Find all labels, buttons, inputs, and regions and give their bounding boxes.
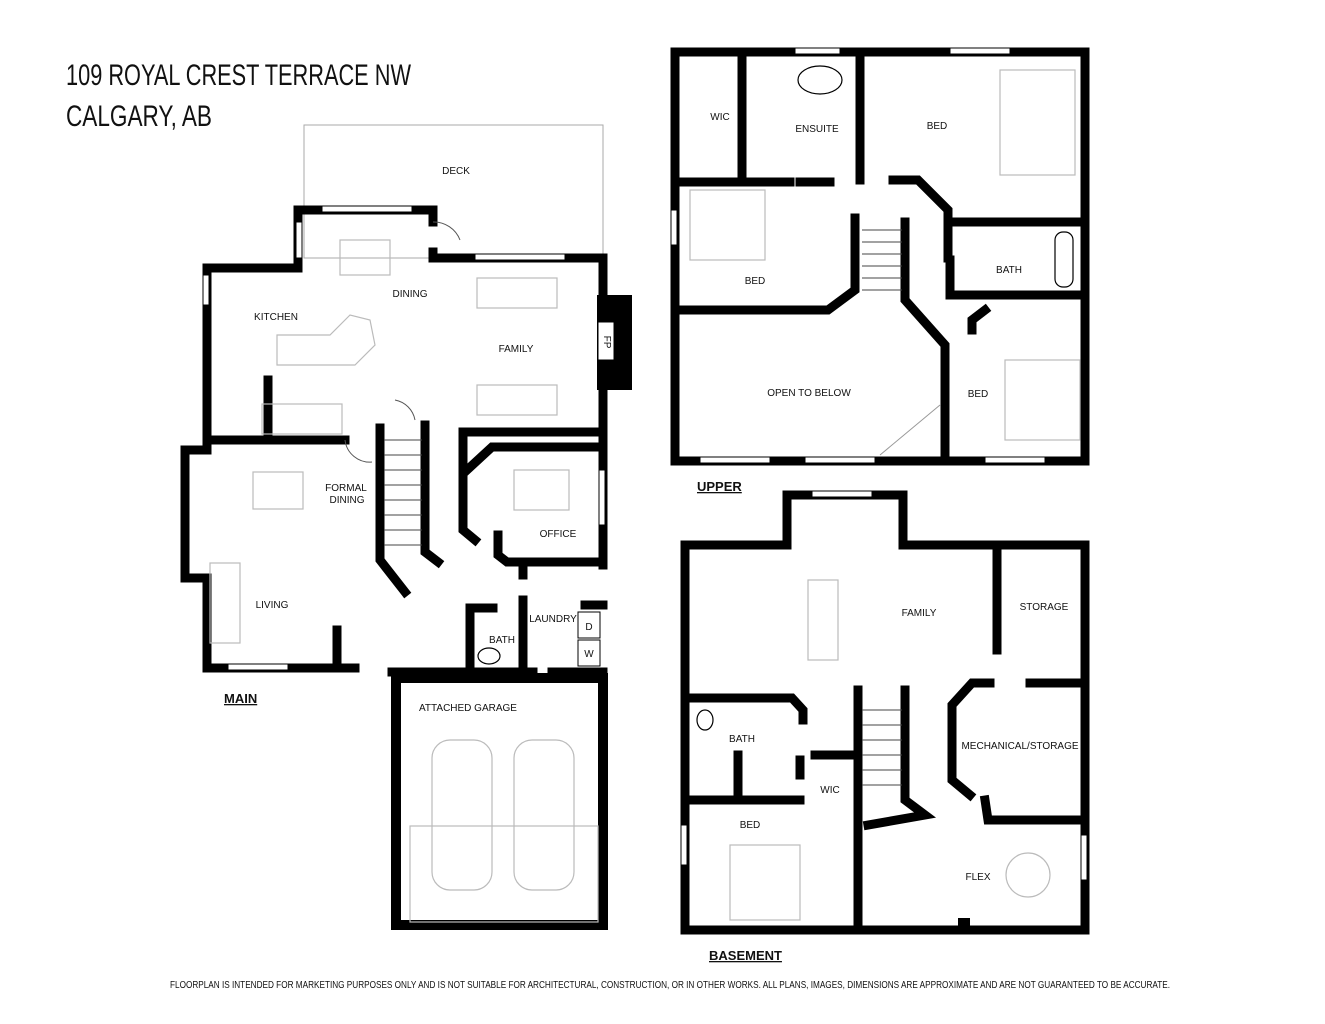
bathtub-icon	[1054, 231, 1074, 288]
room-laundry: LAUNDRY	[529, 614, 577, 625]
washer-label: W	[584, 649, 594, 660]
room-bed-left: BED	[745, 276, 766, 287]
basement-floor-plan: FAMILY STORAGE BATH MECHANICAL/STORAGE W…	[680, 490, 1090, 963]
deck-outline	[303, 124, 604, 259]
main-floor-plan: DECK DINING KITCHEN FAMILY FP FORMAL DIN…	[180, 124, 632, 930]
basement-sofa-icon	[807, 579, 839, 661]
floor-label-basement: BASEMENT	[709, 948, 782, 963]
living-sofa-icon	[209, 562, 241, 644]
office-desk-icon	[513, 469, 570, 511]
address-line-2: CALGARY, AB	[66, 100, 212, 133]
fireplace-insert	[597, 321, 615, 361]
formal-dining-table-icon	[252, 471, 304, 510]
washer-icon	[577, 639, 601, 667]
room-basement-wic: WIC	[820, 785, 839, 796]
room-bath: BATH	[489, 635, 515, 646]
sofa-icon	[476, 384, 558, 416]
room-kitchen: KITCHEN	[254, 312, 298, 323]
room-flex: FLEX	[965, 872, 990, 883]
car-icon	[431, 739, 493, 891]
floor-label-upper: UPPER	[697, 479, 742, 494]
bed-icon	[1004, 359, 1081, 441]
room-dining: DINING	[393, 289, 428, 300]
bed-icon	[729, 844, 801, 921]
kitchen-counter-icon	[261, 403, 343, 435]
address-line-1: 109 ROYAL CREST TERRACE NW	[66, 59, 411, 92]
dryer-label: D	[585, 622, 592, 633]
floor-label-main: MAIN	[224, 691, 257, 706]
room-bed-primary: BED	[927, 121, 948, 132]
room-wic: WIC	[710, 112, 729, 123]
dryer-icon	[577, 611, 601, 639]
flex-table-icon	[1005, 852, 1051, 898]
room-bed-right: BED	[968, 389, 989, 400]
disclaimer: FLOORPLAN IS INTENDED FOR MARKETING PURP…	[170, 980, 1170, 991]
room-garage: ATTACHED GARAGE	[419, 703, 517, 714]
room-deck: DECK	[442, 166, 470, 177]
room-mechanical: MECHANICAL/STORAGE	[961, 741, 1078, 752]
car-icon	[513, 739, 575, 891]
upper-outline	[670, 47, 1090, 466]
room-bath-upper: BATH	[996, 265, 1022, 276]
garage-door	[409, 825, 599, 923]
room-formal-dining: FORMAL	[325, 483, 367, 494]
dining-table-icon	[339, 239, 391, 276]
toilet-icon	[477, 647, 501, 665]
room-family: FAMILY	[499, 344, 534, 355]
room-office: OFFICE	[540, 529, 577, 540]
room-basement-bath: BATH	[729, 734, 755, 745]
toilet-icon	[696, 709, 714, 731]
kitchen-island-icon	[276, 314, 376, 366]
upper-floor-plan: WIC ENSUITE BED BED BATH OPEN TO BELOW B…	[670, 47, 1090, 494]
sofa-icon	[476, 277, 558, 309]
room-basement-bed: BED	[740, 820, 761, 831]
basement-outline	[680, 490, 1090, 935]
room-ensuite: ENSUITE	[795, 124, 839, 135]
room-storage: STORAGE	[1020, 602, 1069, 613]
fireplace-label: FP	[601, 336, 612, 349]
bathtub-icon	[797, 65, 843, 95]
room-basement-family: FAMILY	[902, 608, 937, 619]
bed-icon	[689, 189, 766, 261]
bed-icon	[999, 69, 1076, 176]
garage-walls	[391, 673, 608, 930]
room-formal-dining-2: DINING	[330, 495, 365, 506]
room-living: LIVING	[256, 600, 289, 611]
room-open-to-below: OPEN TO BELOW	[767, 388, 851, 399]
